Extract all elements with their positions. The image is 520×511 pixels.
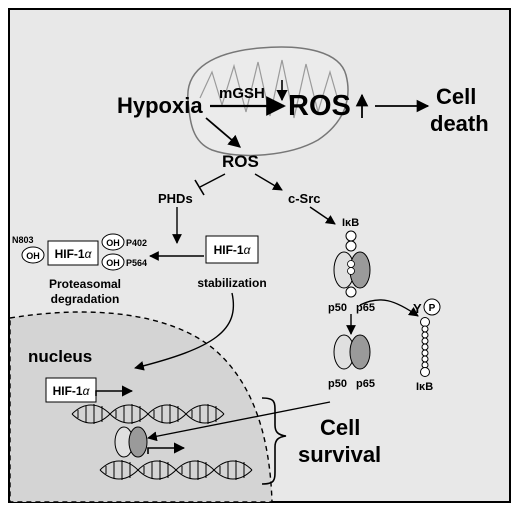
hif-nuclear-label: HIF-1α — [53, 384, 91, 398]
hif-stable-label: HIF-1α — [214, 243, 252, 257]
hif-stable-box — [205, 235, 259, 264]
nfkb-ikb-complex — [333, 230, 371, 298]
p65-nuclear — [128, 426, 148, 458]
stabilization-label: stabilization — [197, 276, 266, 290]
arrow-nfkb-to-nucleus — [147, 401, 331, 442]
oh-n803-label: OH — [26, 251, 40, 261]
hif-degraded-label: HIF-1α — [55, 247, 93, 261]
nucleus-label: nucleus — [28, 347, 92, 366]
transcription-arrow-nfkb — [147, 442, 186, 454]
transcription-arrow-hif — [95, 385, 134, 397]
proteasomal-label-1: Proteasomal — [49, 277, 121, 291]
oh-p402-badge — [101, 233, 125, 251]
oh-p564-label: OH — [106, 258, 120, 268]
p50-label-top: p50 — [328, 302, 347, 314]
ros-minor-label: ROS — [222, 152, 259, 171]
ikb-phospho-label: IκB — [416, 381, 433, 393]
y-label: Y — [413, 301, 422, 316]
hydroxylated-hif-complex: N803 OH HIF-1α OH P402 OH P564 — [12, 233, 147, 271]
oh-p564-badge — [101, 253, 125, 271]
ikb-top-label: IκB — [342, 217, 359, 229]
cell-survival-label-2: survival — [298, 442, 381, 467]
phds-label: PHDs — [158, 191, 193, 206]
cell-survival-label-1: Cell — [320, 415, 360, 440]
dna-helix-1 — [71, 404, 225, 424]
arrow-hypoxia-to-ros-small — [205, 117, 241, 148]
cell-death-label-2: death — [430, 111, 489, 136]
arrow-ikb-release — [359, 299, 419, 317]
p402-label: P402 — [126, 238, 147, 248]
arrow-csrc-to-ikb — [309, 206, 336, 225]
inhibition-ros-phds — [199, 173, 226, 188]
mgsh-label: mGSH — [219, 85, 265, 102]
hif-degraded-box — [47, 240, 99, 266]
ros-major-label: ROS — [288, 90, 351, 122]
proteasomal-label-2: degradation — [51, 292, 120, 306]
p65-label-top: p65 — [356, 302, 375, 314]
oh-p402-label: OH — [106, 238, 120, 248]
phospho-p-label: P — [429, 303, 436, 314]
arrow-ros-to-csrc — [254, 173, 283, 191]
inhibition-bar — [194, 179, 205, 196]
phospho-ikb: Y P IκB — [413, 298, 441, 393]
p564-label: P564 — [126, 258, 147, 268]
dna-helix-2 — [99, 460, 253, 480]
p65-free — [349, 334, 371, 370]
hypoxia-label: Hypoxia — [117, 93, 203, 118]
n803-label: N803 — [12, 235, 34, 245]
survival-brace — [261, 397, 287, 485]
oh-n803-badge — [21, 246, 45, 264]
nucleus-region — [9, 311, 273, 502]
hif-nuclear-box — [45, 377, 97, 403]
csrc-label: c-Src — [288, 191, 321, 206]
arrow-stabilization-to-nucleus — [134, 292, 234, 371]
p65-label-bottom: p65 — [356, 378, 375, 390]
p50-label-bottom: p50 — [328, 378, 347, 390]
phospho-badge — [423, 298, 441, 316]
cell-death-label-1: Cell — [436, 84, 476, 109]
